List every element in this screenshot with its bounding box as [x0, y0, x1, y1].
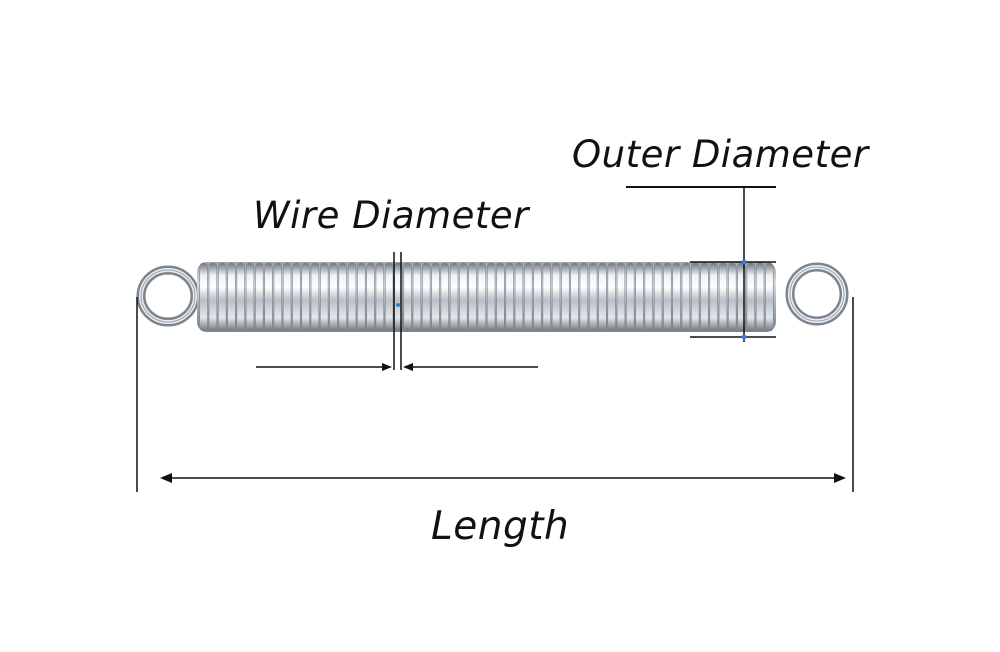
spring-coil — [533, 262, 542, 332]
wire-diameter-label: Wire Diameter — [253, 194, 529, 237]
outer-diameter-dimension — [626, 186, 776, 342]
spring-coil — [347, 262, 357, 332]
spring-coil — [422, 262, 431, 332]
spring-coil — [663, 262, 672, 332]
spring-coil — [709, 262, 718, 332]
spring-coil — [199, 262, 208, 332]
spring-coil — [245, 262, 255, 332]
spring-coil — [292, 262, 301, 332]
spring-coil — [468, 262, 477, 332]
spring-coil — [626, 262, 635, 332]
spring-coil — [329, 262, 338, 332]
spring-coil — [755, 262, 765, 332]
spring-coil — [338, 262, 347, 332]
wire-diameter-dimension — [256, 252, 538, 371]
spring-coil — [542, 262, 551, 332]
spring-coil — [366, 262, 375, 332]
wire-diameter-marker — [396, 303, 400, 307]
left-hook — [136, 265, 200, 327]
spring-coil — [459, 262, 468, 332]
spring-coils — [199, 262, 774, 332]
spring-coil — [505, 262, 514, 332]
spring-coil — [746, 262, 756, 332]
spring-coil — [477, 262, 487, 332]
spring-coil — [616, 262, 626, 332]
spring-coil — [644, 262, 653, 332]
spring-coil — [728, 262, 737, 332]
spring-coil — [570, 262, 579, 332]
spring-coil — [524, 262, 533, 332]
spring-coil — [431, 262, 440, 332]
spring-coil — [449, 262, 459, 332]
spring-coil — [598, 262, 607, 332]
spring-coil — [227, 262, 236, 332]
outer-diameter-top-marker — [741, 259, 747, 265]
spring-coil — [672, 262, 681, 332]
spring-coil — [357, 262, 366, 332]
spring-coil — [217, 262, 227, 332]
spring-coil — [208, 262, 218, 332]
spring-coil — [440, 262, 449, 332]
spring-coil — [561, 262, 570, 332]
spring-coil — [403, 262, 412, 332]
spring-coil — [375, 262, 385, 332]
length-label: Length — [431, 504, 570, 549]
spring-coil — [282, 262, 292, 332]
spring-coil — [653, 262, 663, 332]
spring-coil — [273, 262, 283, 332]
outer-diameter-bottom-marker — [741, 334, 747, 340]
spring-coil — [320, 262, 329, 332]
spring-coil — [765, 262, 774, 332]
spring-coil — [700, 262, 709, 332]
spring-coil — [264, 262, 273, 332]
spring-coil — [236, 262, 245, 332]
spring-coil — [496, 262, 505, 332]
spring-coil — [412, 262, 422, 332]
outer-diameter-label: Outer Diameter — [572, 133, 869, 176]
spring-coil — [635, 262, 644, 332]
length-dimension — [136, 297, 854, 492]
spring-coil — [551, 262, 561, 332]
spring-coil — [486, 262, 496, 332]
spring-coil — [301, 262, 310, 332]
spring-coil — [514, 262, 524, 332]
spring-coil — [255, 262, 264, 332]
spring-coil — [690, 262, 700, 332]
spring-coil — [579, 262, 589, 332]
spring-coil — [310, 262, 320, 332]
right-hook — [785, 262, 849, 326]
spring-coil — [384, 262, 394, 332]
spring-coil — [681, 262, 691, 332]
spring-coil — [718, 262, 728, 332]
spring-coil — [588, 262, 598, 332]
spring-coil — [607, 262, 616, 332]
